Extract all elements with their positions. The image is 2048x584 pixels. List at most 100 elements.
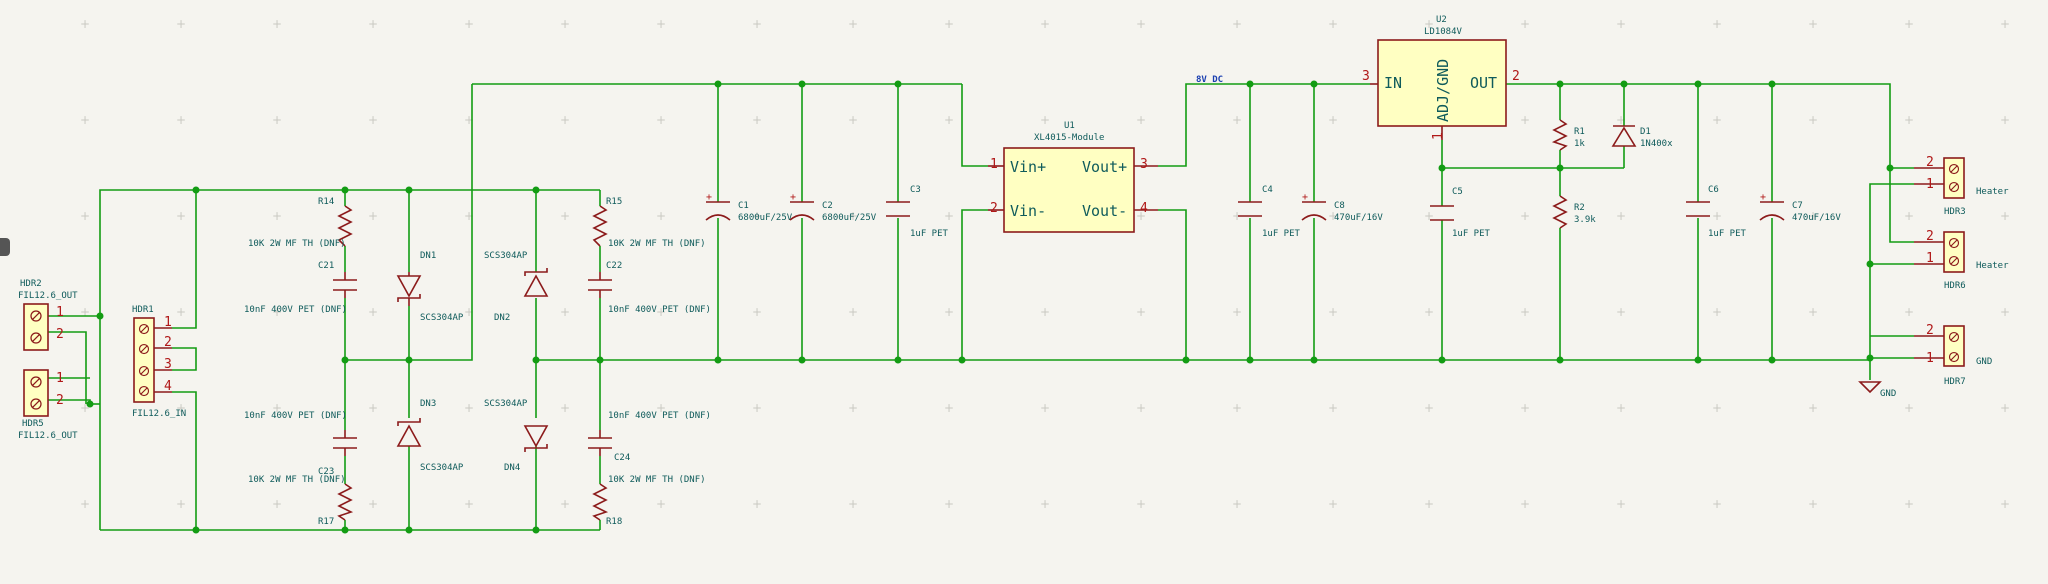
connector-hdr1[interactable]: 1 2 3 4 HDR1 FIL12.6_IN [132,305,186,419]
grid-marker: + [944,497,954,511]
capacitor-c3[interactable]: C3 1uF PET [886,185,949,239]
u2-pin-2: 2 [1512,69,1520,84]
dn2-value: SCS304AP [484,251,528,261]
u1-pin-2: 2 [990,201,998,216]
capacitor-c1[interactable]: + C1 6800uF/25V [705,192,793,223]
grid-marker: + [80,17,90,31]
grid-marker: + [944,305,954,319]
gnd-label: GND [1880,389,1896,399]
svg-text:+: + [1302,192,1308,203]
grid-marker: + [1520,209,1530,223]
regulator-u2[interactable]: 3 1 2 IN OUT ADJ/GND U2 LD1084V [1362,15,1520,140]
grid-marker: + [464,209,474,223]
grid-marker: + [1232,497,1242,511]
capacitor-c8[interactable]: + C8 470uF/16V [1301,192,1383,223]
resistor-r14[interactable]: R14 10K 2W MF TH (DNF) [248,197,353,249]
grid-marker: + [2000,209,2010,223]
grid-marker: + [752,209,762,223]
grid-marker: + [1808,17,1818,31]
connector-hdr3[interactable]: 2 1 Heater HDR3 [1914,155,2009,217]
hdr1-value: FIL12.6_IN [132,409,186,419]
grid-marker: + [272,401,282,415]
c7-ref: C7 [1792,201,1803,211]
grid-marker: + [1424,17,1434,31]
hdr7-ref: HDR7 [1944,377,1966,387]
module-u1[interactable]: 1 2 3 4 Vin+ Vin- Vout+ Vout- U1 XL4015-… [988,121,1158,233]
gnd-symbol[interactable]: GND [1858,381,1896,399]
grid-marker: + [1520,17,1530,31]
grid-marker: + [272,497,282,511]
grid-marker: + [944,17,954,31]
grid-marker: + [1616,209,1626,223]
hdr6-pin-2: 2 [1926,229,1934,244]
diode-dn1[interactable]: DN1 SCS304AP [396,251,464,323]
c4-ref: C4 [1262,185,1273,195]
grid-marker: + [272,305,282,319]
diode-dn4[interactable]: SCS304AP DN4 [484,399,549,473]
connector-hdr5[interactable]: 1 2 HDR5 FIL12.6_OUT [18,369,78,441]
connector-hdr7[interactable]: 2 1 GND HDR7 [1914,323,1992,387]
grid-marker: + [848,17,858,31]
capacitor-c4[interactable]: C4 1uF PET [1238,185,1301,239]
r2-value: 3.9k [1574,215,1596,225]
grid-marker: + [464,305,474,319]
grid-marker: + [1136,17,1146,31]
resistor-r15[interactable]: R15 10K 2W MF TH (DNF) [592,197,706,249]
capacitor-c2[interactable]: + C2 6800uF/25V [789,192,877,223]
diode-dn2[interactable]: SCS304AP DN2 [484,251,549,323]
grid-marker: + [1808,497,1818,511]
svg-text:+: + [1760,192,1766,203]
capacitor-c24[interactable]: 10nF 400V PET (DNF) C24 [588,411,711,463]
u1-vout-plus: Vout+ [1082,158,1127,176]
dn3-ref: DN3 [420,399,436,409]
grid-marker: + [752,401,762,415]
grid-marker: + [1328,305,1338,319]
r17-value: 10K 2W MF TH (DNF) [248,475,346,485]
c21-value: 10nF 400V PET (DNF) [244,305,347,315]
grid-marker: + [752,113,762,127]
capacitor-c22[interactable]: C22 10nF 400V PET (DNF) [588,261,711,315]
side-panel-handle[interactable] [0,238,10,256]
u2-adj: ADJ/GND [1434,59,1452,122]
grid-marker: + [1136,401,1146,415]
hdr2-value: FIL12.6_OUT [18,291,78,301]
resistor-r2[interactable]: R2 3.9k [1552,195,1596,229]
grid-marker: + [848,113,858,127]
diode-dn3[interactable]: DN3 SCS304AP [396,399,464,473]
resistor-r17[interactable]: 10K 2W MF TH (DNF) R17 [248,475,354,527]
grid-marker: + [1040,401,1050,415]
u1-pin-3: 3 [1140,157,1148,172]
grid-marker: + [1040,113,1050,127]
net-label-8v: 8V DC [1196,75,1223,85]
grid-marker: + [1328,209,1338,223]
grid-marker: + [2000,401,2010,415]
resistor-r18[interactable]: 10K 2W MF TH (DNF) R18 [592,475,706,527]
grid-marker: + [1232,401,1242,415]
grid-marker: + [1904,305,1914,319]
hdr6-pin-1: 1 [1926,251,1934,266]
grid-marker: + [1520,401,1530,415]
resistor-r1[interactable]: R1 1k [1551,119,1585,151]
svg-text:+: + [790,192,796,203]
capacitor-c6[interactable]: C6 1uF PET [1686,185,1747,239]
hdr7-value: GND [1976,357,1992,367]
grid-marker: + [848,401,858,415]
grid-marker: + [176,113,186,127]
r17-ref: R17 [318,517,334,527]
connector-hdr2[interactable]: 1 2 HDR2 FIL12.6_OUT [18,279,78,351]
grid-marker: + [1904,209,1914,223]
c8-value: 470uF/16V [1334,213,1383,223]
grid-marker: + [560,209,570,223]
capacitor-c5[interactable]: C5 1uF PET [1430,187,1491,239]
capacitor-c21[interactable]: C21 10nF 400V PET (DNF) [244,261,357,315]
diode-d1[interactable]: D1 1N400x [1611,125,1673,149]
hdr1-pin-3: 3 [164,357,172,372]
capacitor-c23[interactable]: 10nF 400V PET (DNF) C23 [244,411,357,477]
hdr6-value: Heater [1976,261,2009,271]
grid-marker: + [80,113,90,127]
hdr5-value: FIL12.6_OUT [18,431,78,441]
grid-marker: + [176,17,186,31]
capacitor-c7[interactable]: + C7 470uF/16V [1759,192,1841,223]
hdr7-pin-2: 2 [1926,323,1934,338]
connector-hdr6[interactable]: 2 1 Heater HDR6 [1914,229,2009,291]
